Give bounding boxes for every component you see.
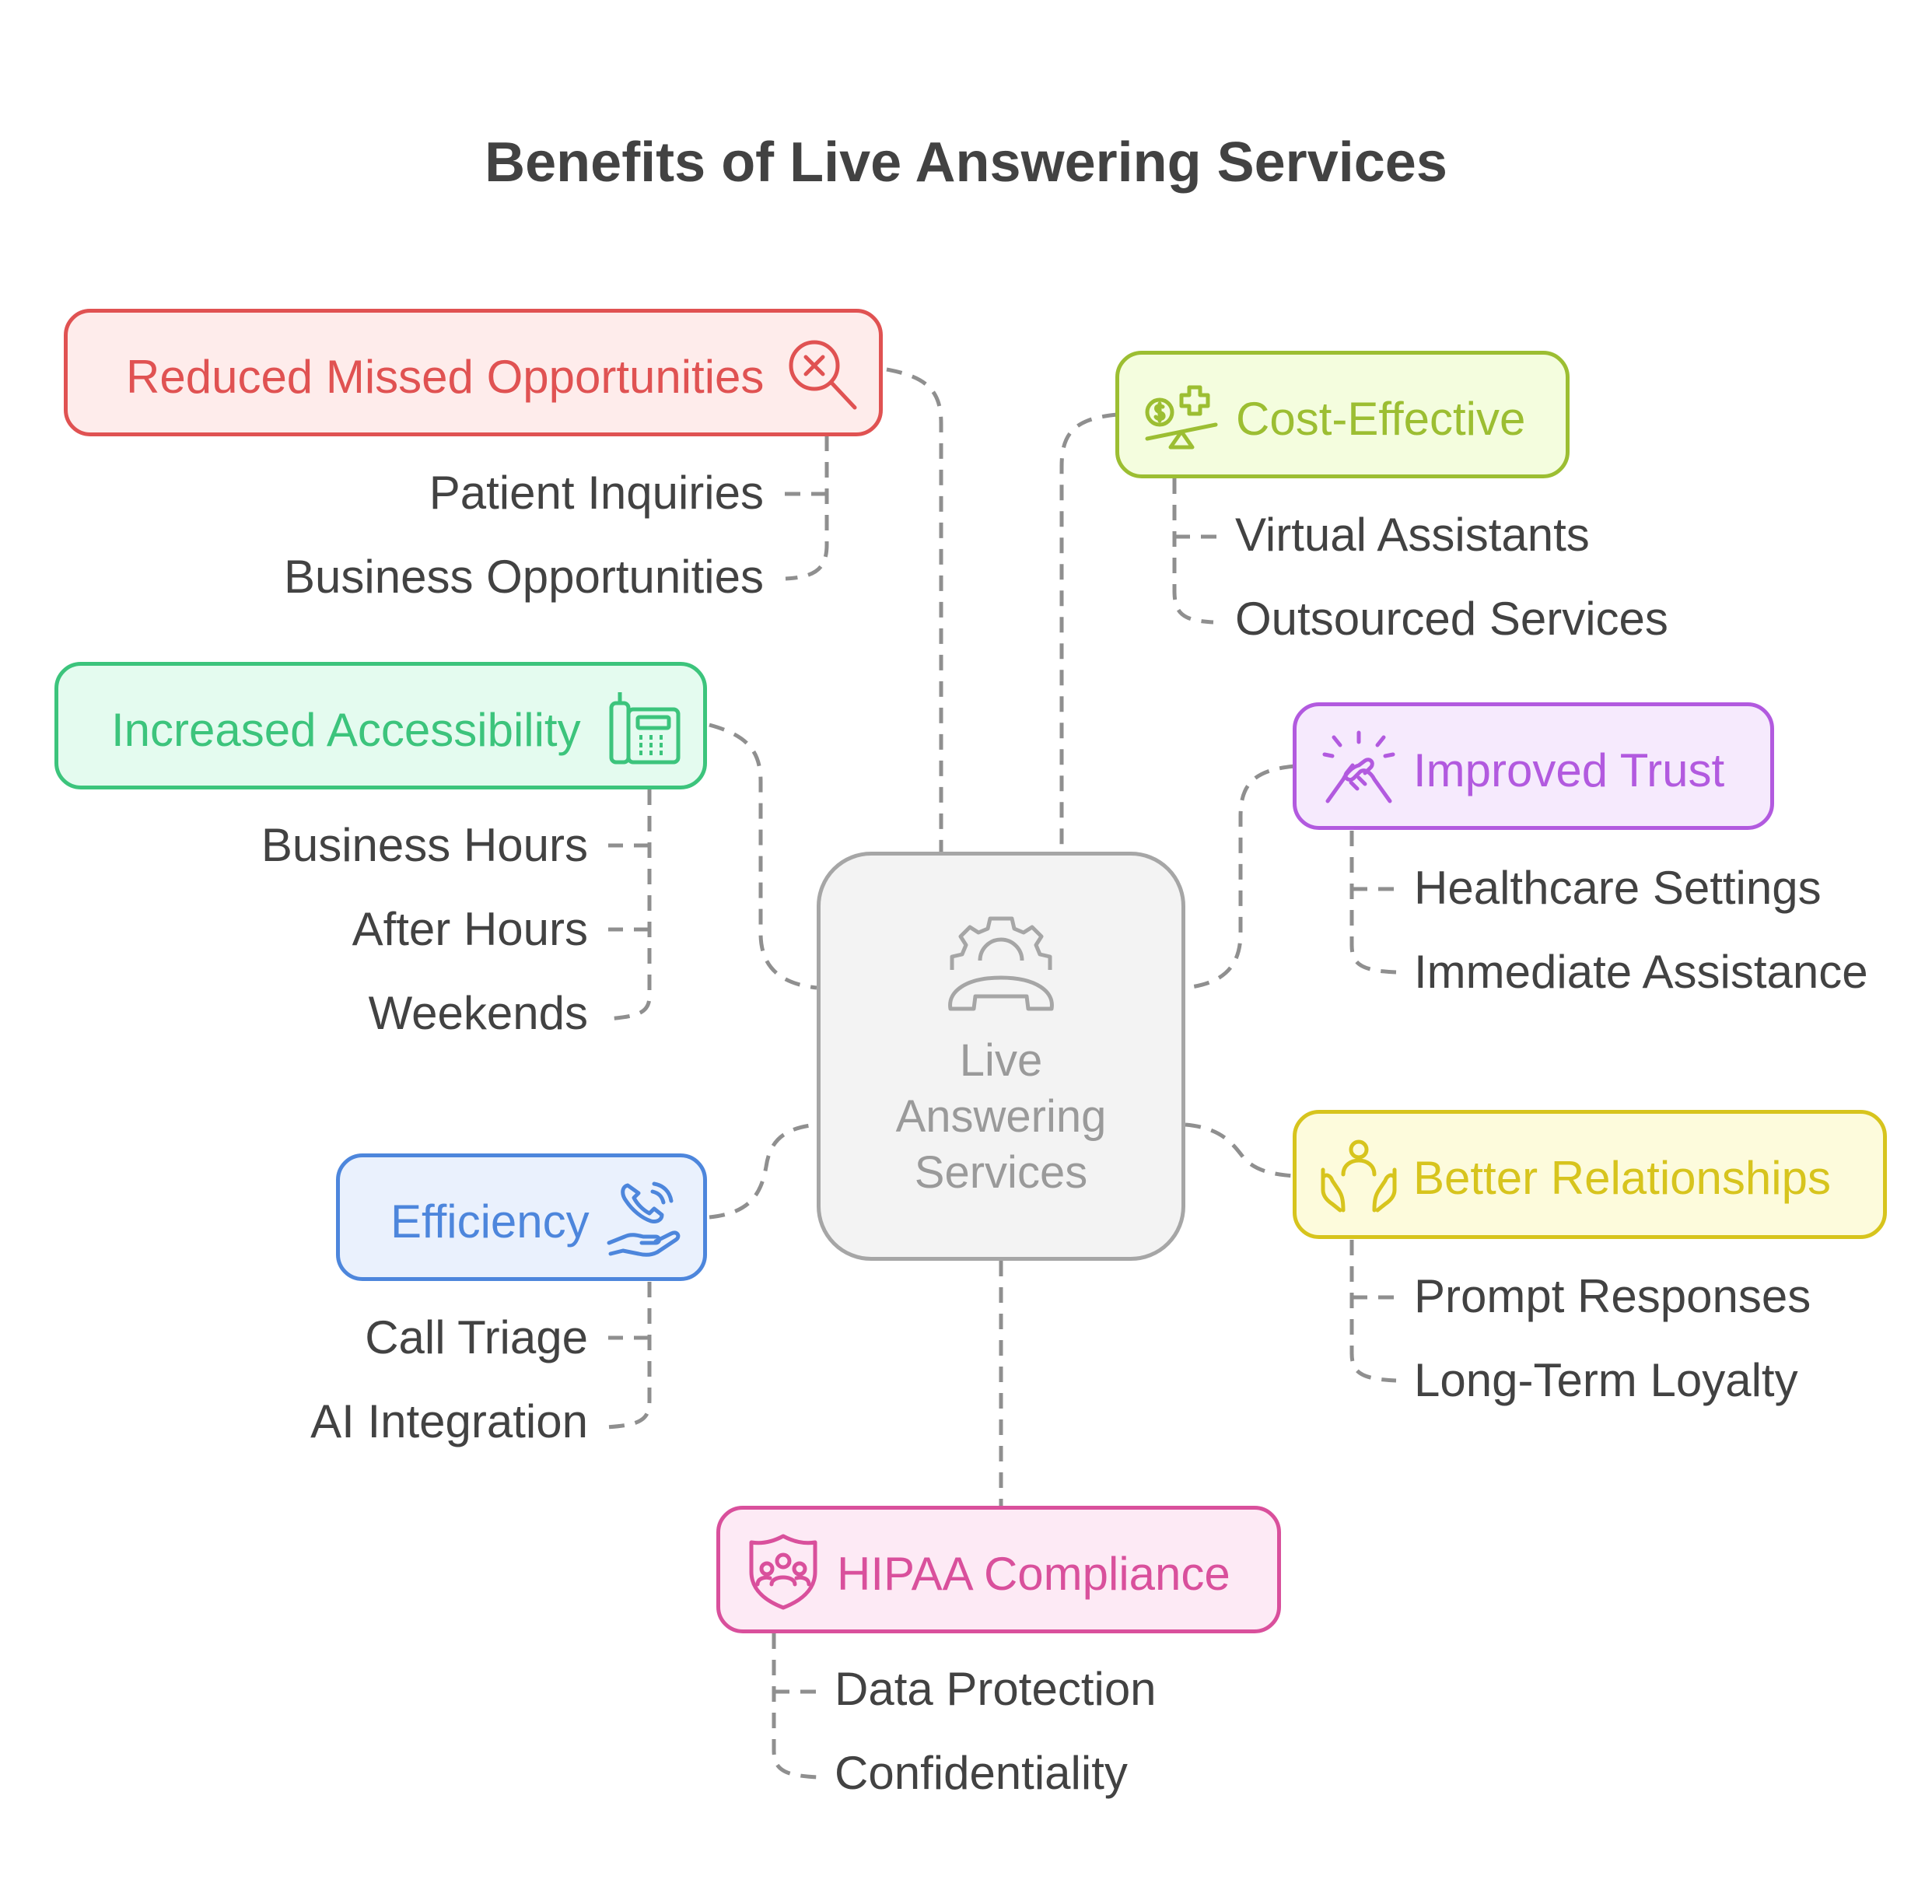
- shield-people-icon: [749, 1534, 817, 1610]
- sub-call-triage: Call Triage: [365, 1311, 588, 1363]
- hand-phone-icon: [607, 1181, 681, 1257]
- center-node: Live Answering Services: [817, 852, 1185, 1261]
- box-label-access: Increased Accessibility: [111, 704, 581, 756]
- box-label-trust: Improved Trust: [1413, 744, 1725, 796]
- sub-virtual-assistants: Virtual Assistants: [1235, 509, 1590, 561]
- connector-relationships-items: [1349, 1240, 1397, 1383]
- connector-relationships: [1185, 1122, 1296, 1178]
- handshake-icon: [1322, 730, 1395, 803]
- box-improved-trust: Improved Trust: [1293, 702, 1774, 830]
- search-x-icon: [789, 340, 857, 410]
- sub-patient-inquiries: Patient Inquiries: [429, 467, 764, 519]
- sub-weekends: Weekends: [368, 987, 588, 1039]
- sub-prompt-responses: Prompt Responses: [1414, 1270, 1811, 1322]
- connector-access: [709, 723, 817, 990]
- connector-missed-items: [778, 436, 829, 581]
- connector-hipaa-items: [772, 1633, 819, 1780]
- sub-long-term-loyalty: Long-Term Loyalty: [1414, 1354, 1798, 1406]
- sub-healthcare-settings: Healthcare Settings: [1414, 862, 1822, 914]
- box-label-cost: Cost-Effective: [1236, 393, 1526, 445]
- sub-after-hours: After Hours: [352, 903, 588, 955]
- box-hipaa-compliance: HIPAA Compliance: [716, 1506, 1281, 1633]
- sub-confidentiality: Confidentiality: [835, 1747, 1128, 1799]
- office-phone-icon: [609, 692, 681, 765]
- gear-phone-icon: [948, 916, 1054, 1011]
- box-label-relationships: Better Relationships: [1413, 1152, 1831, 1204]
- sub-outsourced-services: Outsourced Services: [1235, 593, 1668, 645]
- person-hands-icon: [1321, 1139, 1397, 1213]
- box-label-missed: Reduced Missed Opportunities: [126, 351, 765, 403]
- connector-trust: [1185, 764, 1296, 990]
- box-reduced-missed-opportunities: Reduced Missed Opportunities: [64, 309, 883, 436]
- connector-access-items: [606, 789, 652, 1021]
- sub-business-hours: Business Hours: [261, 819, 588, 871]
- sub-data-protection: Data Protection: [835, 1663, 1157, 1715]
- sub-business-opportunities: Business Opportunities: [284, 551, 764, 603]
- box-cost-effective: Cost-Effective: [1115, 351, 1570, 478]
- box-increased-accessibility: Increased Accessibility: [54, 662, 707, 789]
- connector-missed: [886, 367, 943, 852]
- connector-cost: [1059, 412, 1118, 852]
- connector-efficiency: [709, 1122, 817, 1220]
- money-scale-icon: [1145, 385, 1218, 450]
- page-title: Benefits of Live Answering Services: [485, 131, 1447, 194]
- sub-immediate-assistance: Immediate Assistance: [1414, 946, 1868, 998]
- center-label-line3: Services: [914, 1147, 1088, 1198]
- box-efficiency: Efficiency: [336, 1153, 707, 1281]
- center-label-line2: Answering: [895, 1091, 1107, 1142]
- sub-ai-integration: AI Integration: [310, 1395, 588, 1447]
- center-label: Live Answering Services: [821, 1033, 1181, 1201]
- connector-trust-items: [1349, 831, 1397, 975]
- box-better-relationships: Better Relationships: [1293, 1110, 1887, 1239]
- connector-cost-items: [1172, 478, 1217, 625]
- box-label-efficiency: Efficiency: [390, 1195, 590, 1248]
- box-label-hipaa: HIPAA Compliance: [837, 1548, 1230, 1600]
- center-label-line1: Live: [959, 1035, 1043, 1086]
- connector-efficiency-items: [606, 1282, 652, 1430]
